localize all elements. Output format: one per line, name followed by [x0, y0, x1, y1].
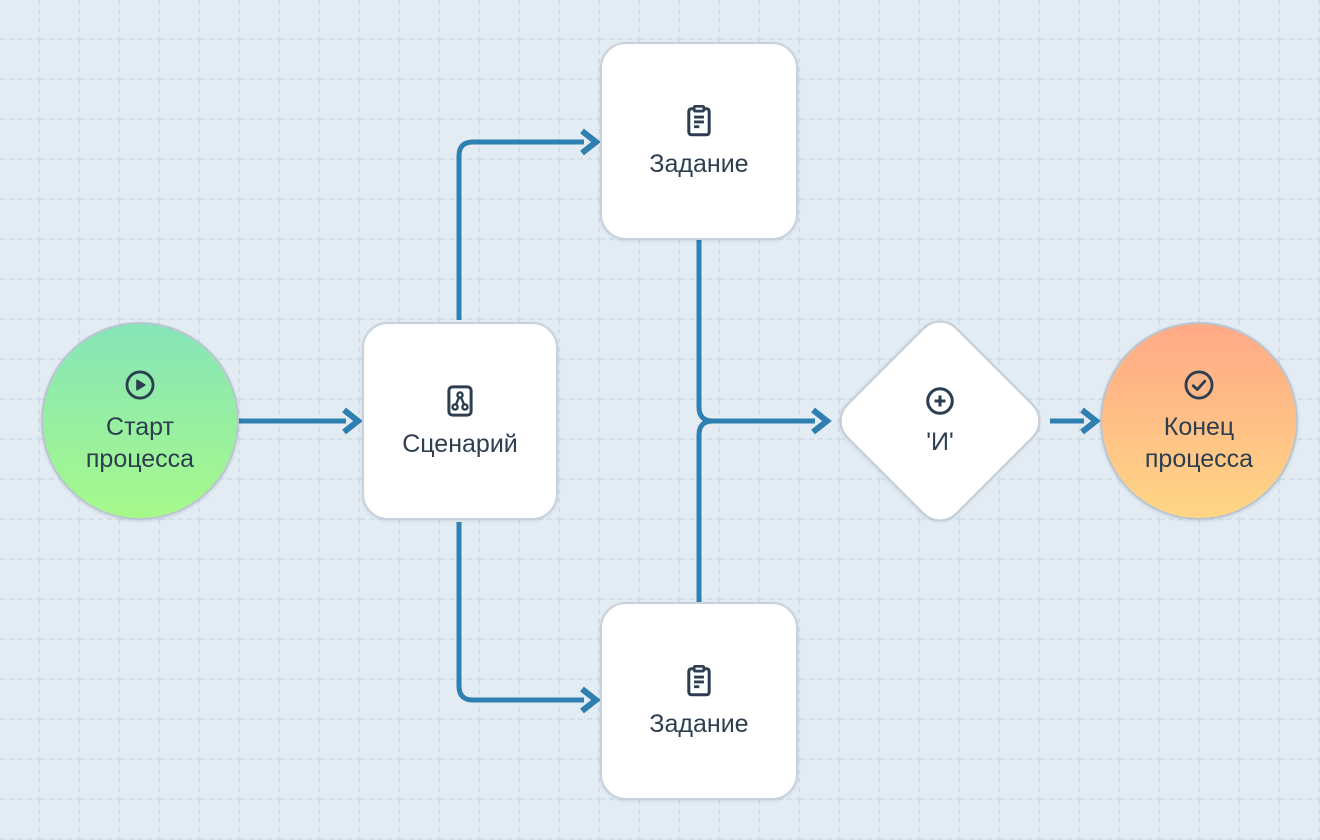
clipboard-list-icon: [681, 103, 717, 139]
task-bottom-node[interactable]: Задание: [600, 602, 798, 800]
node-label: Конец процесса: [1144, 412, 1254, 473]
edge-scenario-to-task-top[interactable]: [456, 128, 601, 320]
check-circle-icon: [1182, 368, 1216, 402]
gateway-node[interactable]: 'И': [829, 310, 1051, 532]
clipboard-list-icon: [681, 663, 717, 699]
play-circle-icon: [123, 368, 157, 402]
arrowhead-icon: [1080, 407, 1101, 435]
task-top-node[interactable]: Задание: [600, 42, 798, 240]
node-label: Задание: [649, 709, 749, 738]
arrowhead-icon: [580, 686, 601, 714]
node-label: Задание: [649, 149, 749, 178]
plus-circle-icon: [924, 385, 956, 417]
end-event-node[interactable]: Конец процесса: [1100, 322, 1298, 520]
edge-start-to-scenario[interactable]: [236, 407, 363, 435]
node-label: Сценарий: [402, 429, 518, 458]
edge-task-top-to-gateway[interactable]: [696, 238, 832, 435]
node-label: Старт процесса: [85, 412, 195, 473]
scenario-task-node[interactable]: Сценарий: [362, 322, 558, 520]
node-label: 'И': [926, 427, 954, 456]
arrowhead-icon: [342, 407, 363, 435]
arrowhead-icon: [811, 407, 832, 435]
arrowhead-icon: [580, 128, 601, 156]
edge-scenario-to-task-bottom[interactable]: [456, 522, 601, 714]
start-event-node[interactable]: Старт процесса: [41, 322, 239, 520]
edge-gateway-to-end[interactable]: [1050, 407, 1101, 435]
edge-task-bottom-to-gateway[interactable]: [696, 418, 740, 604]
sitemap-icon: [442, 383, 478, 419]
